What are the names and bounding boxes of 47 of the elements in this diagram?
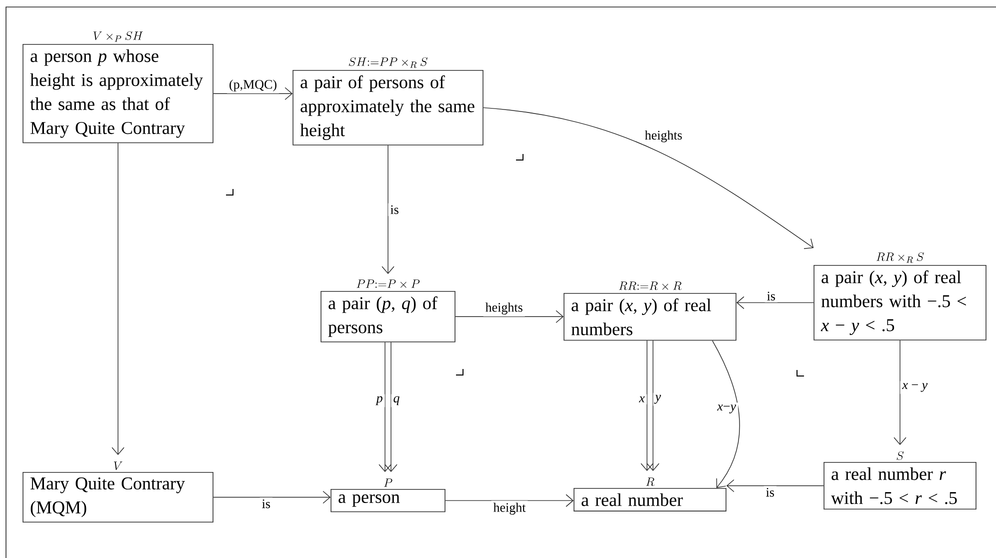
edge-label: heights [483, 300, 525, 316]
node-label: $V\times_P SH$ [93, 31, 143, 42]
node-label: $PP{:=}P\times P$ [356, 280, 420, 288]
arrow [382, 145, 394, 274]
labelled-box: $SH{:=}PP\times_R S$ a pair of persons of approximately the same height [292, 57, 484, 146]
labelled-box: $RR{:=}R\times R$ a pair (x, y) of real numbers [564, 282, 736, 341]
edge-label: x − y [900, 381, 930, 394]
arrow [736, 296, 814, 310]
edge-label: is [388, 203, 401, 216]
arrow [483, 107, 814, 249]
edge-label: height [491, 500, 528, 517]
arrow [726, 479, 824, 492]
arrow [384, 342, 398, 472]
labelled-box: $V$ Mary Quite Contrary (MQM) [22, 462, 214, 523]
edge-label: is [764, 290, 778, 302]
labelled-box: $S$ a real number r with −.5 < r < .5 [824, 451, 976, 510]
edge-label: is [260, 497, 272, 510]
edge-label: (p,MQC) [227, 78, 280, 94]
labelled-box: $R$ a real number [574, 478, 726, 512]
node-label: $V$ [114, 462, 122, 470]
arrow [445, 494, 574, 507]
labelled-box: $V\times_P SH$ a person p whose height is approximately the same as that of Mary Quite Contrary [22, 31, 214, 144]
labelled-box: $RR\times_R S$ a pair (x, y) of real numbers with −.5 < x − y < .5 [814, 252, 986, 340]
edge-label: heights [642, 128, 684, 144]
arrow [213, 87, 293, 100]
edge-label: is [764, 486, 776, 499]
arrow [712, 340, 740, 488]
edge-label: x−y [715, 402, 738, 416]
arrow [640, 340, 654, 471]
node-label: $RR{:=}R\times R$ [618, 282, 682, 290]
edge-label: y [653, 392, 663, 406]
node-label: $RR\times_R S$ [876, 252, 924, 264]
node-label: $P$ [384, 478, 392, 487]
arrow [894, 340, 906, 445]
labelled-box: $P$ a person [330, 478, 446, 512]
arrow [455, 310, 564, 324]
node-label: $SH{:=}PP\times_R S$ [348, 57, 428, 68]
edge-label: q [391, 394, 402, 408]
node-label: $R$ [646, 478, 654, 486]
arrow [646, 340, 660, 471]
arrow [378, 342, 392, 472]
arrow [213, 490, 331, 504]
edge-label: x [637, 394, 647, 404]
edge-label: p [374, 394, 385, 408]
node-label: $S$ [896, 451, 904, 460]
labelled-box: $PP{:=}P\times P$ a pair (p, q) of persons [320, 280, 456, 342]
arrow [112, 142, 124, 455]
